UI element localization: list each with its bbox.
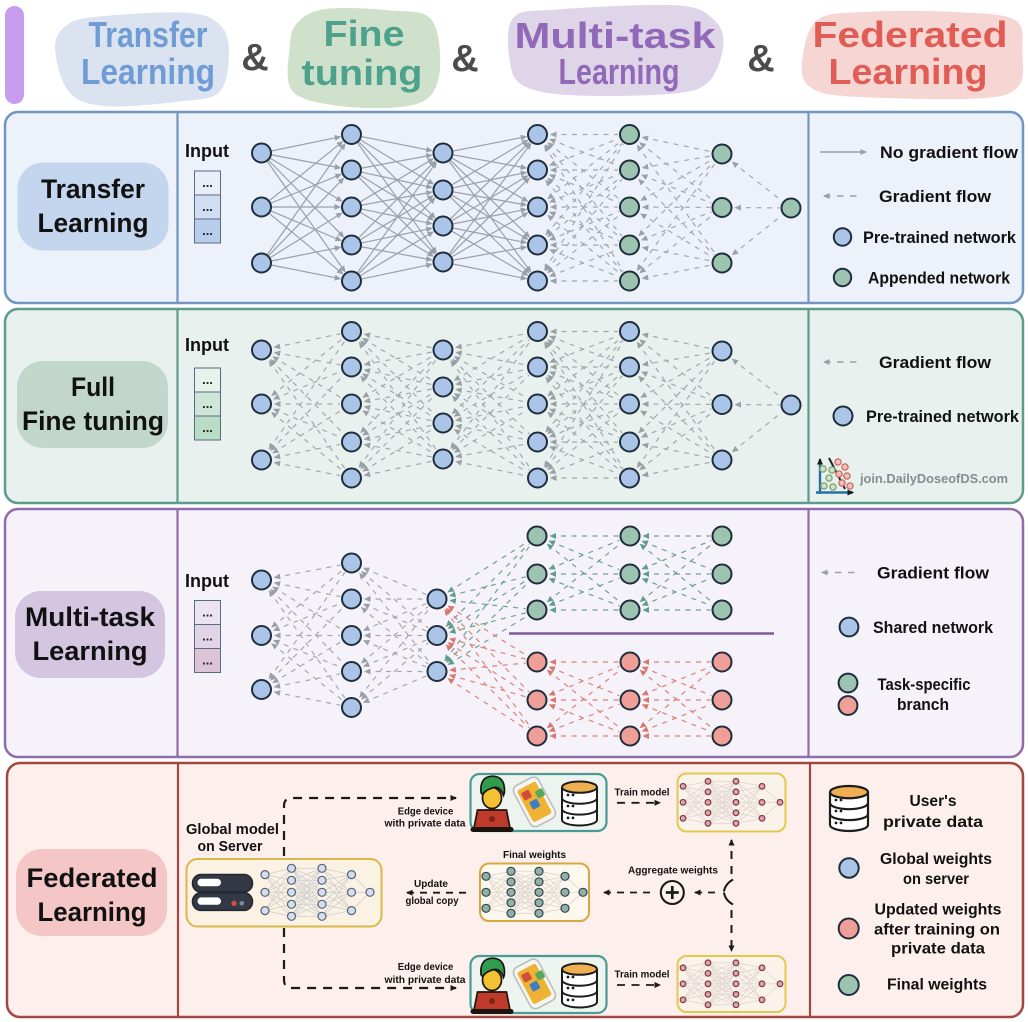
svg-text:Gradient flow: Gradient flow [879, 188, 991, 206]
svg-text:Input: Input [185, 141, 229, 161]
svg-text:global copy: global copy [406, 895, 459, 907]
svg-text:Fine tuning: Fine tuning [22, 406, 164, 436]
svg-text:&: & [451, 38, 478, 80]
svg-text:Aggregate weights: Aggregate weights [628, 865, 718, 877]
svg-text:Input: Input [185, 335, 229, 355]
svg-text:Final weights: Final weights [503, 849, 566, 861]
svg-text:with private data: with private data [384, 817, 466, 829]
svg-text:Multi-task: Multi-task [25, 602, 156, 632]
svg-text:tuning: tuning [302, 52, 423, 93]
svg-text:on server: on server [903, 871, 969, 888]
svg-text:User's: User's [910, 793, 957, 810]
svg-text:branch: branch [897, 696, 949, 714]
svg-text:...: ... [202, 199, 213, 214]
svg-text:Pre-trained network: Pre-trained network [866, 408, 1020, 426]
svg-text:on Server: on Server [198, 838, 263, 855]
svg-text:Learning: Learning [38, 897, 147, 927]
svg-text:Shared network: Shared network [873, 619, 994, 637]
svg-text:Learning: Learning [81, 51, 215, 92]
svg-text:Appended network: Appended network [868, 270, 1011, 288]
svg-text:...: ... [202, 420, 213, 435]
svg-text:Train model: Train model [615, 787, 670, 799]
svg-text:Global model: Global model [186, 821, 279, 838]
svg-text:Global weights: Global weights [880, 851, 992, 868]
svg-text:Fine: Fine [324, 13, 405, 54]
svg-text:Full: Full [71, 372, 115, 402]
svg-text:&: & [747, 38, 774, 80]
svg-text:Task-specific: Task-specific [878, 676, 971, 694]
svg-text:Learning: Learning [829, 51, 988, 92]
svg-text:Edge device: Edge device [398, 805, 454, 817]
svg-text:...: ... [202, 605, 213, 620]
svg-text:&: & [241, 37, 268, 79]
svg-text:join.DailyDoseofDS.com: join.DailyDoseofDS.com [859, 471, 1008, 486]
svg-text:Learning: Learning [38, 208, 149, 238]
svg-text:No gradient flow: No gradient flow [880, 144, 1018, 162]
svg-text:Edge device: Edge device [398, 961, 454, 973]
svg-text:Learning: Learning [33, 636, 148, 666]
svg-text:private data: private data [883, 814, 983, 831]
svg-text:Updated weights: Updated weights [875, 902, 1002, 919]
svg-text:with private data: with private data [384, 974, 466, 986]
svg-text:Train model: Train model [615, 969, 670, 981]
svg-text:private data: private data [891, 941, 985, 958]
svg-text:...: ... [202, 653, 213, 668]
svg-text:...: ... [202, 396, 213, 411]
svg-text:...: ... [202, 372, 213, 387]
svg-text:Federated: Federated [813, 14, 1008, 55]
svg-text:...: ... [202, 175, 213, 190]
svg-text:Update: Update [414, 878, 448, 890]
svg-text:after training on: after training on [874, 922, 1000, 939]
svg-text:...: ... [202, 223, 213, 238]
svg-text:Input: Input [185, 571, 229, 591]
svg-text:...: ... [202, 629, 213, 644]
svg-text:Learning: Learning [559, 51, 680, 92]
svg-text:Transfer: Transfer [89, 14, 208, 55]
svg-text:Final weights: Final weights [887, 977, 987, 994]
svg-text:Multi-task: Multi-task [515, 15, 717, 56]
svg-text:Federated: Federated [27, 863, 158, 893]
svg-text:Pre-trained network: Pre-trained network [863, 229, 1017, 247]
svg-text:Gradient flow: Gradient flow [877, 565, 989, 583]
svg-text:Gradient flow: Gradient flow [879, 354, 991, 372]
svg-text:Transfer: Transfer [41, 174, 145, 204]
